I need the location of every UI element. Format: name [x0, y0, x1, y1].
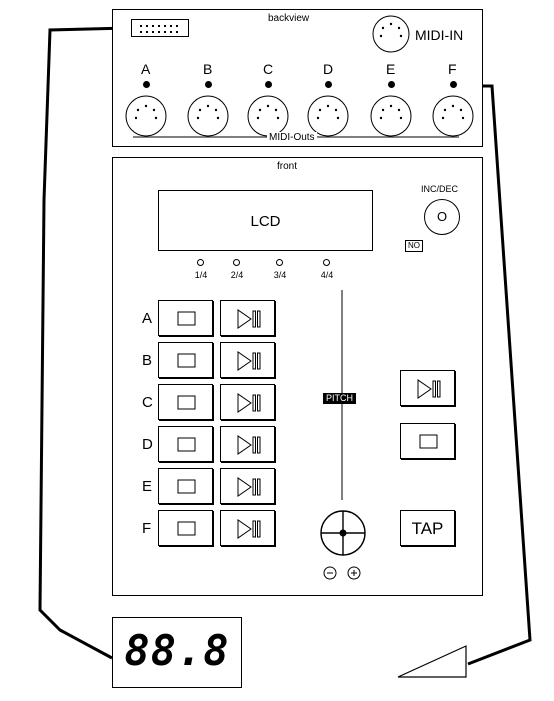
midi-out-led-a — [143, 81, 150, 88]
midi-out-label-b: B — [203, 61, 213, 77]
beat-label: 2/4 — [230, 270, 244, 280]
crosshair-jog-icon[interactable] — [318, 508, 368, 558]
stop-icon — [419, 434, 438, 449]
beat-label: 3/4 — [273, 270, 287, 280]
pitch-label: PITCH — [323, 393, 356, 404]
stop-icon — [177, 437, 196, 452]
midi-out-label-a: A — [141, 61, 151, 77]
seven-segment-display: 88.8 — [112, 617, 242, 688]
stop-icon — [177, 479, 196, 494]
cable-display — [38, 26, 131, 660]
track-label-c: C — [142, 394, 153, 411]
midi-out-label-f: F — [448, 61, 457, 77]
beat-label: 1/4 — [194, 270, 208, 280]
minus-circle-icon[interactable] — [323, 566, 337, 580]
track-b-play-pause-button[interactable] — [220, 342, 275, 378]
play-pause-icon — [237, 477, 261, 497]
midi-outs-label: MIDI-Outs — [267, 132, 317, 143]
incdec-knob-label: O — [436, 209, 448, 224]
plus-circle-icon[interactable] — [347, 566, 361, 580]
tap-label: TAP — [411, 519, 444, 538]
track-e-stop-button[interactable] — [158, 468, 213, 504]
ribbon-connector — [131, 19, 189, 37]
midi-out-led-c — [265, 81, 272, 88]
midi-out-connector-icon — [125, 95, 167, 137]
stop-icon — [177, 311, 196, 326]
track-d-stop-button[interactable] — [158, 426, 213, 462]
track-label-e: E — [142, 478, 153, 495]
seven-segment-value: 88.8 — [124, 626, 230, 675]
midi-out-connector-icon — [432, 95, 474, 137]
global-stop-button[interactable] — [400, 423, 455, 459]
play-pause-icon — [237, 435, 261, 455]
beat-label: 4/4 — [320, 270, 334, 280]
track-label-d: D — [142, 436, 153, 453]
stop-icon — [177, 395, 196, 410]
front-title: front — [277, 161, 298, 172]
midi-out-led-d — [325, 81, 332, 88]
play-pause-icon — [237, 393, 261, 413]
track-c-play-pause-button[interactable] — [220, 384, 275, 420]
incdec-knob[interactable]: O — [424, 199, 460, 235]
front-panel: front LCD INC/DEC O NO 1/4 2/4 3/4 4/4 A B C D… — [112, 157, 483, 596]
beat-led — [197, 259, 204, 266]
midi-out-led-f — [450, 81, 457, 88]
stop-icon — [177, 521, 196, 536]
track-f-stop-button[interactable] — [158, 510, 213, 546]
play-pause-icon — [237, 351, 261, 371]
track-e-play-pause-button[interactable] — [220, 468, 275, 504]
midi-out-label-e: E — [386, 61, 396, 77]
footswitch-pedal[interactable] — [396, 644, 470, 680]
backview-panel: backview MIDI-IN A B C D E F MIDI-Outs — [112, 9, 483, 147]
midi-out-connector-icon — [307, 95, 349, 137]
beat-led — [233, 259, 240, 266]
lcd-label: LCD — [250, 213, 281, 230]
play-pause-icon — [237, 519, 261, 539]
play-pause-icon — [417, 379, 441, 399]
midi-in-label: MIDI-IN — [415, 27, 464, 43]
midi-out-connector-icon — [370, 95, 412, 137]
backview-title: backview — [268, 13, 310, 24]
track-label-b: B — [142, 352, 153, 369]
no-badge: NO — [405, 240, 423, 252]
track-a-stop-button[interactable] — [158, 300, 213, 336]
beat-led — [276, 259, 283, 266]
midi-out-led-b — [205, 81, 212, 88]
stop-icon — [177, 353, 196, 368]
global-play-pause-button[interactable] — [400, 370, 455, 406]
track-label-a: A — [142, 310, 153, 327]
track-d-play-pause-button[interactable] — [220, 426, 275, 462]
midi-in-connector-icon — [372, 15, 410, 53]
tap-button[interactable]: TAP — [400, 510, 455, 546]
track-label-f: F — [142, 520, 152, 537]
beat-led — [323, 259, 330, 266]
play-pause-icon — [237, 309, 261, 329]
midi-out-label-d: D — [323, 61, 334, 77]
midi-out-connector-icon — [187, 95, 229, 137]
track-f-play-pause-button[interactable] — [220, 510, 275, 546]
track-a-play-pause-button[interactable] — [220, 300, 275, 336]
midi-out-led-e — [388, 81, 395, 88]
incdec-label: INC/DEC — [421, 184, 459, 194]
lcd-display: LCD — [158, 190, 373, 251]
midi-out-label-c: C — [263, 61, 274, 77]
track-b-stop-button[interactable] — [158, 342, 213, 378]
track-c-stop-button[interactable] — [158, 384, 213, 420]
ribbon-pins-icon — [140, 25, 178, 33]
